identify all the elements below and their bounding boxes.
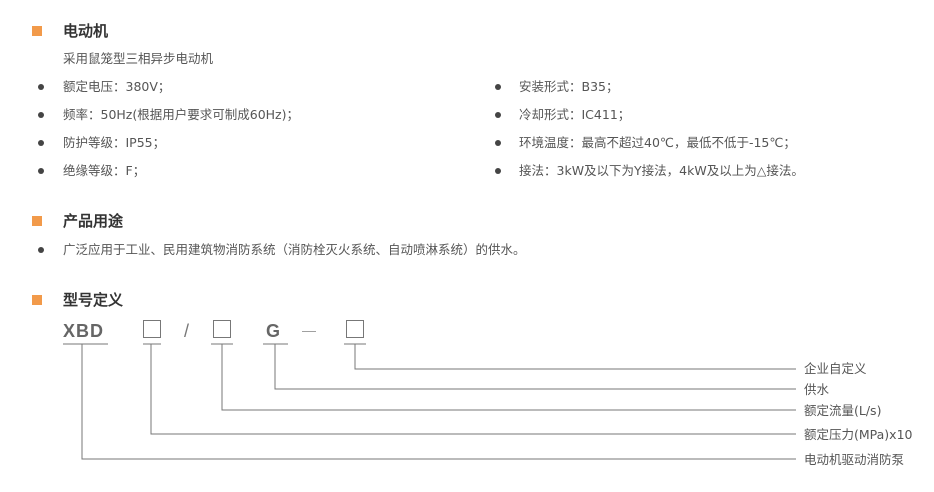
- leader-line-flow: [221, 344, 796, 411]
- model-label-pressure: 额定压力(MPa)x10: [804, 427, 913, 442]
- bullet-icon: [38, 84, 44, 90]
- motor-spec-ambient: 环境温度：最高不超过40℃，最低不低于-15℃；: [519, 135, 796, 150]
- model-slot-custom: [346, 320, 364, 338]
- motor-spec-connection: 接法：3kW及以下为Y接法，4kW及以上为△接法。: [519, 163, 804, 178]
- section-marker-icon: [32, 216, 42, 226]
- motor-subtitle: 采用鼠笼型三相异步电动机: [63, 51, 214, 66]
- bullet-icon: [38, 247, 44, 253]
- model-label-flow: 额定流量(L/s): [804, 403, 882, 418]
- section-marker-icon: [32, 26, 42, 36]
- model-slot-flow: [213, 320, 231, 338]
- motor-spec-voltage: 额定电压：380V；: [63, 79, 171, 94]
- motor-spec-mounting: 安装形式：B35；: [519, 79, 619, 94]
- model-label-water: 供水: [804, 382, 830, 397]
- bullet-icon: [495, 112, 501, 118]
- leader-line-water: [274, 344, 796, 390]
- model-label-custom: 企业自定义: [804, 361, 867, 376]
- section-title-usage: 产品用途: [63, 212, 124, 230]
- model-label-prefix: 电动机驱动消防泵: [804, 452, 905, 467]
- bullet-icon: [495, 140, 501, 146]
- section-title-model: 型号定义: [63, 291, 124, 309]
- leader-line-prefix: [81, 344, 796, 460]
- bullet-icon: [38, 140, 44, 146]
- model-slot-pressure: [143, 320, 161, 338]
- bullet-icon: [38, 112, 44, 118]
- bullet-icon: [495, 84, 501, 90]
- motor-spec-cooling: 冷却形式：IC411；: [519, 107, 631, 122]
- section-marker-icon: [32, 295, 42, 305]
- usage-description: 广泛应用于工业、民用建筑物消防系统（消防栓灭火系统、自动喷淋系统）的供水。: [63, 242, 526, 257]
- leader-line-custom: [354, 344, 796, 370]
- bullet-icon: [38, 168, 44, 174]
- leader-line-pressure: [150, 344, 796, 435]
- motor-spec-frequency: 频率：50Hz(根据用户要求可制成60Hz)；: [63, 107, 299, 122]
- section-title-motor: 电动机: [63, 22, 109, 40]
- bullet-icon: [495, 168, 501, 174]
- motor-spec-insulation: 绝缘等级：F；: [63, 163, 146, 178]
- model-slash: /: [184, 321, 190, 341]
- motor-spec-protection: 防护等级：IP55；: [63, 135, 166, 150]
- model-dash: —: [302, 322, 316, 338]
- model-code-g: G: [266, 321, 282, 341]
- model-code-prefix: XBD: [63, 321, 105, 341]
